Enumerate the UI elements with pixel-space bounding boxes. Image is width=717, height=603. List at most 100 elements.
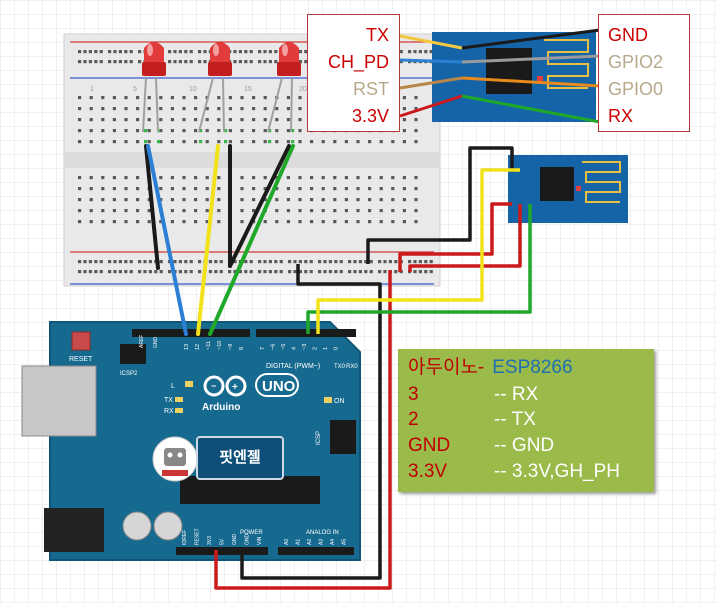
breadboard-hole: [208, 270, 212, 274]
breadboard-hole: [112, 129, 116, 133]
breadboard-hole: [118, 260, 122, 264]
breadboard-hole: [344, 176, 348, 180]
breadboard-hole: [369, 270, 373, 274]
breadboard-hole: [286, 209, 290, 213]
breadboard-hole: [159, 118, 163, 122]
breadboard-hole: [217, 129, 221, 133]
breadboard-hole: [391, 209, 395, 213]
breadboard-hole: [333, 140, 337, 144]
pin-label: IOREF: [182, 530, 188, 545]
breadboard-hole: [288, 260, 292, 264]
pin-label-text: 3.3V: [351, 106, 389, 126]
breadboard-hole: [144, 129, 148, 133]
reset-button[interactable]: [71, 331, 91, 351]
breadboard-hole: [298, 187, 302, 191]
breadboard-hole: [112, 118, 116, 122]
pin-label: 8: [239, 347, 245, 350]
breadboard-hole: [286, 107, 290, 111]
breadboard-hole: [170, 129, 174, 133]
led-2: [198, 42, 232, 133]
wire-pin-rx: [461, 94, 601, 124]
breadboard-hole: [274, 260, 278, 264]
breadboard-hole: [108, 260, 112, 264]
esp-top-led: [537, 76, 543, 82]
breadboard-hole: [136, 187, 140, 191]
breadboard-hole: [402, 129, 406, 133]
breadboard-hole: [353, 270, 357, 274]
breadboard-hole: [89, 107, 93, 111]
wire-blue: [146, 144, 188, 336]
breadboard-hole: [205, 107, 209, 111]
breadboard-hole: [391, 198, 395, 202]
breadboard-hole: [275, 107, 279, 111]
breadboard-hole: [368, 209, 372, 213]
breadboard-hole: [258, 60, 262, 64]
breadboard-hole: [136, 198, 140, 202]
breadboard-hole: [263, 270, 267, 274]
breadboard-hole: [228, 96, 232, 100]
breadboard-hole: [118, 50, 122, 54]
breadboard-hole: [170, 220, 174, 224]
breadboard-hole: [258, 260, 262, 264]
pin-label: A5: [342, 539, 348, 545]
breadboard-hole: [252, 96, 256, 100]
breadboard-hole: [217, 209, 221, 213]
breadboard-hole: [298, 176, 302, 180]
breadboard-hole: [124, 96, 128, 100]
breadboard-hole: [147, 209, 151, 213]
breadboard-hole: [99, 270, 103, 274]
pin-label: GND: [245, 534, 251, 546]
breadboard-hole: [159, 176, 163, 180]
breadboard-hole: [323, 270, 327, 274]
breadboard-hole: [268, 260, 272, 264]
breadboard-hole: [170, 140, 174, 144]
breadboard-hole: [240, 209, 244, 213]
breadboard-hole: [286, 96, 290, 100]
breadboard-hole: [78, 129, 82, 133]
breadboard-hole: [263, 220, 267, 224]
breadboard-hole: [348, 260, 352, 264]
breadboard-hole: [333, 209, 337, 213]
breadboard-hole: [217, 198, 221, 202]
breadboard-hole: [182, 209, 186, 213]
breadboard-hole: [83, 260, 87, 264]
pin-label: 4: [292, 347, 298, 350]
arduino-logo: − + Arduino: [202, 375, 247, 413]
breadboard-hole: [240, 107, 244, 111]
breadboard-hole: [184, 260, 188, 264]
breadboard-hole: [291, 140, 295, 144]
svg-text:−: −: [211, 381, 216, 391]
breadboard-hole: [157, 140, 161, 144]
breadboard-hole: [205, 129, 209, 133]
pin-label: A1: [296, 539, 302, 545]
breadboard-hole: [101, 129, 105, 133]
breadboard-hole: [78, 60, 82, 64]
breadboard-hole: [147, 129, 151, 133]
breadboard-hole: [252, 187, 256, 191]
uno-text: UNO: [262, 378, 296, 395]
aref-label: AREF: [139, 335, 145, 348]
breadboard-hole: [112, 187, 116, 191]
breadboard-hole: [344, 209, 348, 213]
center-channel: [64, 152, 440, 168]
breadboard-hole: [205, 140, 209, 144]
breadboard-hole: [356, 209, 360, 213]
pin-label-tx: TX: [366, 23, 389, 47]
breadboard-hole: [159, 270, 163, 274]
breadboard-hole: [194, 209, 198, 213]
breadboard-hole: [429, 270, 433, 274]
breadboard-hole: [275, 209, 279, 213]
pin-label: ~9: [228, 344, 234, 350]
breadboard-hole: [198, 60, 202, 64]
wire-gnd-black: [240, 264, 382, 580]
breadboard-hole: [89, 176, 93, 180]
breadboard-hole: [321, 198, 325, 202]
breadboard-hole: [182, 118, 186, 122]
breadboard-hole: [83, 60, 87, 64]
breadboard-hole: [136, 140, 140, 144]
breadboard-hole: [274, 60, 278, 64]
breadboard-hole: [379, 176, 383, 180]
bb-col-number: 15: [244, 86, 252, 93]
breadboard-hole: [108, 270, 112, 274]
